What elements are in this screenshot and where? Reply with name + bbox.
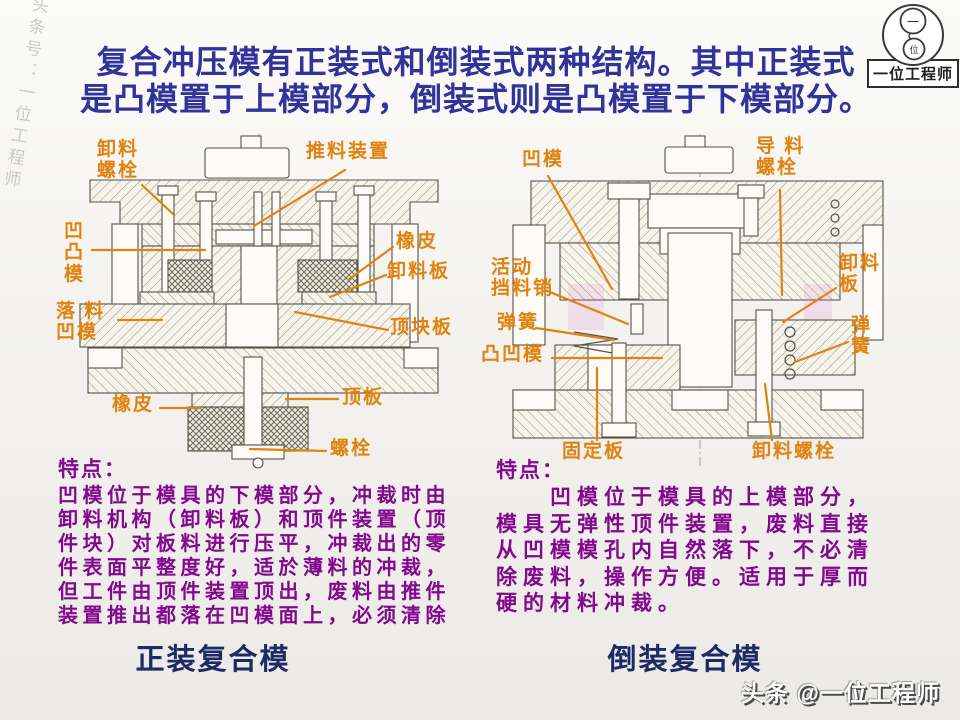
label-unload-bolt-right: 卸料螺栓 <box>752 441 837 462</box>
title-line-2: 是凸模置于上模部分，倒装式则是凸模置于下模部分。 <box>79 81 872 117</box>
caption-inverted: 倒装复合模 <box>607 644 763 676</box>
features-front: 特点： 凹模位于模具的下模部分，冲裁时由 卸料机构（卸料板）和顶件装置（顶 件块… <box>58 453 468 628</box>
left-watermark: 头条号：一位工程师 <box>0 0 50 193</box>
bottom-watermark: 头条 @一位工程师 <box>741 680 940 706</box>
label-blanking-die: 落 料 凹模 <box>56 301 106 344</box>
label-fixing-plate: 固定板 <box>562 441 626 462</box>
features-front-body: 凹模位于模具的下模部分，冲裁时由 卸料机构（卸料板）和顶件装置（顶 件块）对板料… <box>58 485 450 627</box>
caption-front: 正装复合模 <box>135 644 291 676</box>
label-push-device: 推料装置 <box>306 141 391 162</box>
label-movable-stop-pin: 活动 挡料销 <box>491 257 555 300</box>
features-inverted-body: 凹模位于模具的上模部分， 模具无弹性顶件装置，废料直接 从凹模模孔内自然落下，不… <box>496 486 874 615</box>
page-title: 复合冲压模有正装式和倒装式两种结构。其中正装式 是凸模置于上模部分，倒装式则是凸… <box>62 44 890 118</box>
features-front-heading: 特点： <box>58 458 127 481</box>
label-rubber-right: 橡皮 <box>396 231 439 252</box>
label-ejector-plate: 顶板 <box>342 387 385 408</box>
logo-circle-top-char: 一 <box>907 15 919 29</box>
label-spring-left: 弹簧 <box>497 312 540 333</box>
brand-logo: 一位工程师 一 位 <box>866 2 960 94</box>
features-inverted: 特点： 凹模位于模具的上模部分， 模具无弹性顶件装置，废料直接 从凹模模孔内自然… <box>496 454 912 618</box>
front-die-diagram <box>79 134 439 469</box>
label-bolt: 螺栓 <box>330 438 373 459</box>
inverted-die-diagram <box>512 134 884 468</box>
logo-circle-bottom-char: 位 <box>909 44 918 55</box>
label-ejector-block-plate: 顶块板 <box>390 317 454 338</box>
label-guide-bolt: 导 料 螺栓 <box>756 136 806 179</box>
label-concave-convex-die: 凹 凸 模 <box>64 221 86 285</box>
label-spring-right: 弹 簧 <box>851 315 873 358</box>
features-inverted-heading: 特点： <box>496 459 565 482</box>
logo-circle-icon: 一 位 <box>882 4 944 66</box>
front-die-leader-lines <box>90 168 395 453</box>
label-rubber-bottom: 橡皮 <box>112 394 155 415</box>
label-die: 凹模 <box>522 149 565 170</box>
label-stripper-plate: 卸料板 <box>387 261 451 282</box>
label-unload-bolt: 卸料 螺栓 <box>97 139 140 182</box>
inverted-die-leader-lines <box>534 174 850 442</box>
label-convex-concave-die: 凸凹模 <box>481 344 545 365</box>
label-stripper-plate-right: 卸料 板 <box>839 253 882 296</box>
title-line-1: 复合冲压模有正装式和倒装式两种结构。其中正装式 <box>96 44 856 80</box>
